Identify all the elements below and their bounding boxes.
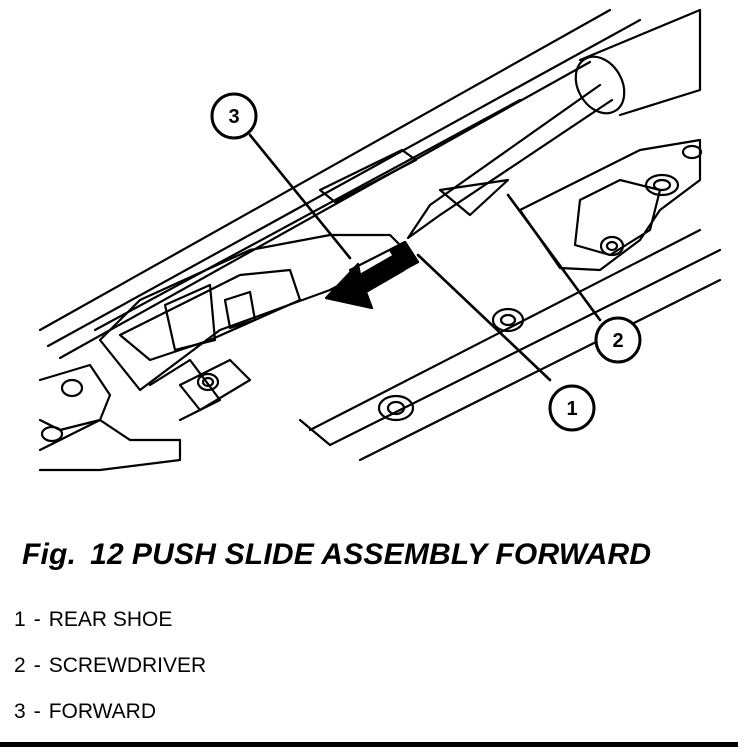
legend-number: 1 (14, 608, 26, 631)
svg-text:3: 3 (228, 106, 239, 128)
callout-1: 1 (548, 384, 596, 432)
upper-track-rail (38, 8, 642, 360)
slide-carriage (98, 233, 407, 422)
parts-legend: 1-REAR SHOE 2-SCREWDRIVER 3-FORWARD (14, 605, 206, 743)
bottom-rule (0, 742, 738, 747)
forward-arrow (324, 251, 406, 310)
sunroof-slide-illustration: 1 2 3 (38, 8, 722, 472)
callout-3: 3 (210, 92, 258, 140)
svg-text:1: 1 (566, 398, 577, 420)
legend-separator: - (33, 608, 41, 631)
leader-lines (248, 133, 602, 382)
track-slot (318, 148, 418, 204)
legend-text: SCREWDRIVER (48, 654, 207, 677)
legend-item: 1-REAR SHOE (14, 605, 206, 651)
legend-item: 2-SCREWDRIVER (14, 651, 206, 697)
right-bracket (518, 138, 703, 272)
legend-number: 2 (14, 654, 26, 677)
figure-title: PUSH SLIDE ASSEMBLY FORWARD (131, 538, 652, 571)
legend-separator: - (33, 700, 41, 723)
figure-label: Fig. (22, 538, 77, 571)
legend-item: 3-FORWARD (14, 697, 206, 743)
screwdriver (406, 8, 702, 240)
legend-separator: - (33, 654, 41, 677)
callout-2: 2 (594, 316, 642, 364)
legend-text: FORWARD (48, 700, 157, 723)
legend-text: REAR SHOE (48, 608, 173, 631)
svg-text:2: 2 (612, 330, 623, 352)
figure-number: 12 (90, 538, 124, 571)
legend-number: 3 (14, 700, 26, 723)
left-brackets (38, 363, 220, 472)
